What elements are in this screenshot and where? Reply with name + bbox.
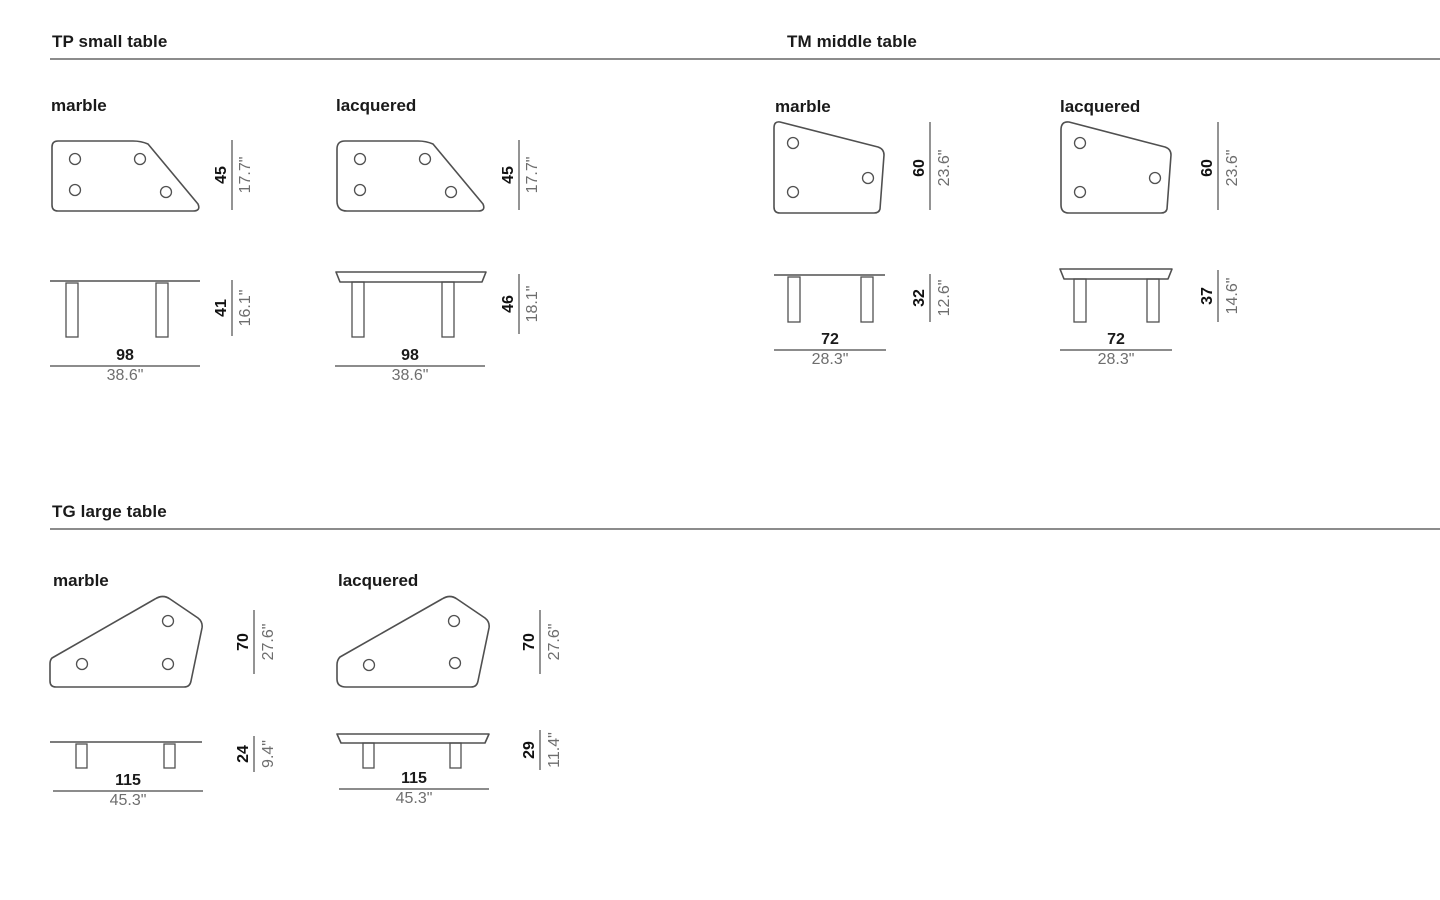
top-view-tp-lacquered <box>336 140 485 212</box>
top-view-tm-lacquered <box>1060 121 1172 214</box>
height-cm-tg-lacquered: 29 <box>521 741 538 759</box>
width-dimension-tm-marble: 72 28.3" <box>774 331 886 369</box>
depth-in-tg-lacquered: 27.6" <box>546 624 563 661</box>
width-in-tp-lacquered: 38.6" <box>391 367 429 384</box>
height-cm-tm-marble: 32 <box>911 289 928 307</box>
depth-in-tm-marble: 23.6" <box>936 150 953 187</box>
height-cm-tg-marble: 24 <box>235 745 252 763</box>
depth-cm-tg-marble: 70 <box>235 633 252 651</box>
height-in-tg-marble: 9.4" <box>260 740 277 768</box>
height-in-tp-marble: 16.1" <box>237 290 254 327</box>
depth-cm-tp-marble: 45 <box>213 166 230 184</box>
width-dimension-tm-lacquered: 72 28.3" <box>1060 331 1172 369</box>
width-rule-tp-marble <box>50 365 200 367</box>
top-view-tg-marble <box>49 595 203 688</box>
side-view-tg-marble <box>50 741 202 769</box>
top-view-tg-lacquered <box>336 595 490 688</box>
section-rule-tp <box>50 58 762 60</box>
depth-dimension-tp-marble: 45 17.7" <box>213 140 254 210</box>
depth-in-tm-lacquered: 23.6" <box>1224 150 1241 187</box>
depth-cm-tp-lacquered: 45 <box>500 166 517 184</box>
section-rule-tm <box>762 58 1440 60</box>
width-cm-tp-marble: 98 <box>116 347 134 364</box>
width-cm-tp-lacquered: 98 <box>401 347 419 364</box>
width-in-tm-lacquered: 28.3" <box>1097 351 1135 368</box>
height-cm-tm-lacquered: 37 <box>1199 287 1216 305</box>
height-dimension-tm-marble: 32 12.6" <box>911 274 953 322</box>
section-title-tp: TP small table <box>52 32 168 51</box>
side-view-tg-lacquered <box>336 733 490 769</box>
height-in-tp-lacquered: 18.1" <box>524 286 541 323</box>
depth-in-tg-marble: 27.6" <box>260 624 277 661</box>
variant-label-tm-lacquered: lacquered <box>1060 97 1141 116</box>
height-dimension-tp-lacquered: 46 18.1" <box>500 274 541 334</box>
height-in-tm-lacquered: 14.6" <box>1224 278 1241 315</box>
height-dimension-tm-lacquered: 37 14.6" <box>1199 270 1241 322</box>
width-cm-tm-marble: 72 <box>821 331 839 348</box>
variant-label-tm-marble: marble <box>775 97 831 116</box>
side-view-tp-marble <box>50 280 200 338</box>
variant-label-tp-lacquered: lacquered <box>336 96 417 115</box>
width-dimension-tg-marble: 115 45.3" <box>53 772 203 810</box>
height-cm-tp-lacquered: 46 <box>500 295 517 313</box>
height-dimension-tg-marble: 24 9.4" <box>235 736 277 772</box>
width-rule-tm-marble <box>774 349 886 351</box>
height-in-tm-marble: 12.6" <box>936 280 953 317</box>
side-view-tm-marble <box>774 274 885 323</box>
width-dimension-tg-lacquered: 115 45.3" <box>339 770 489 808</box>
section-title-tm: TM middle table <box>787 32 917 51</box>
depth-cm-tm-lacquered: 60 <box>1199 159 1216 177</box>
width-dimension-tp-marble: 98 38.6" <box>50 347 200 385</box>
depth-dimension-tp-lacquered: 45 17.7" <box>500 140 541 210</box>
side-view-tp-lacquered <box>335 271 487 338</box>
top-view-tp-marble <box>51 140 200 212</box>
depth-in-tp-lacquered: 17.7" <box>524 157 541 194</box>
width-rule-tg-lacquered <box>339 788 489 790</box>
top-view-tm-marble <box>773 121 885 214</box>
section-rule-tg <box>50 528 1440 530</box>
width-in-tm-marble: 28.3" <box>811 351 849 368</box>
height-in-tg-lacquered: 11.4" <box>546 732 563 768</box>
width-dimension-tp-lacquered: 98 38.6" <box>335 347 485 385</box>
width-rule-tp-lacquered <box>335 365 485 367</box>
depth-dimension-tm-lacquered: 60 23.6" <box>1199 122 1241 210</box>
height-dimension-tp-marble: 41 16.1" <box>213 280 254 336</box>
width-rule-tm-lacquered <box>1060 349 1172 351</box>
width-in-tp-marble: 38.6" <box>106 367 144 384</box>
width-rule-tg-marble <box>53 790 203 792</box>
depth-dimension-tg-marble: 70 27.6" <box>235 610 277 674</box>
side-view-tm-lacquered <box>1059 268 1173 323</box>
depth-dimension-tg-lacquered: 70 27.6" <box>521 610 563 674</box>
variant-label-tg-marble: marble <box>53 571 109 590</box>
depth-cm-tg-lacquered: 70 <box>521 633 538 651</box>
variant-label-tp-marble: marble <box>51 96 107 115</box>
width-in-tg-lacquered: 45.3" <box>395 790 433 807</box>
width-cm-tg-lacquered: 115 <box>401 770 427 787</box>
width-cm-tg-marble: 115 <box>115 772 141 789</box>
width-in-tg-marble: 45.3" <box>109 792 147 809</box>
depth-in-tp-marble: 17.7" <box>237 157 254 194</box>
height-dimension-tg-lacquered: 29 11.4" <box>521 730 563 770</box>
depth-dimension-tm-marble: 60 23.6" <box>911 122 953 210</box>
variant-label-tg-lacquered: lacquered <box>338 571 419 590</box>
section-title-tg: TG large table <box>52 502 167 521</box>
width-cm-tm-lacquered: 72 <box>1107 331 1125 348</box>
height-cm-tp-marble: 41 <box>213 299 230 317</box>
depth-cm-tm-marble: 60 <box>911 159 928 177</box>
